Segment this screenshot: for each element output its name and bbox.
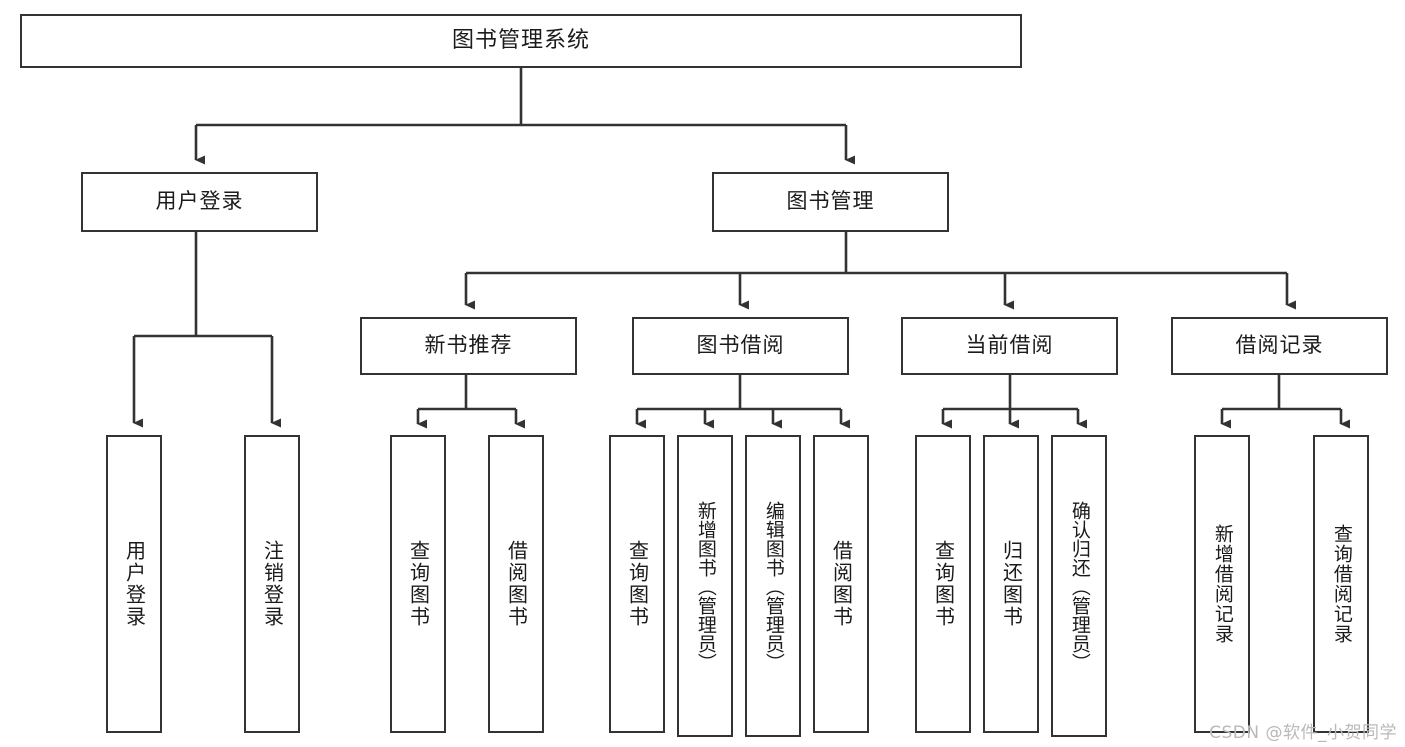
leaf-borrow-book-2[interactable]: 借阅图书 [813, 435, 869, 733]
leaf-return-book[interactable]: 归还图书 [983, 435, 1039, 733]
leaf-query-book-2[interactable]: 查询图书 [609, 435, 665, 733]
node-label: 用户登录 [122, 540, 147, 628]
leaf-query-book-3[interactable]: 查询图书 [915, 435, 971, 733]
node-label: 注销登录 [260, 540, 285, 628]
node-label: 查询图书 [406, 540, 431, 628]
node-label: 图书借阅 [696, 333, 785, 358]
node-label: 新增借阅记录 [1211, 524, 1234, 644]
leaf-add-book[interactable]: 新增图书（管理员） [677, 435, 733, 737]
leaf-logout-login[interactable]: 注销登录 [244, 435, 300, 733]
node-book-manage[interactable]: 图书管理 [712, 172, 949, 232]
node-borrow-record[interactable]: 借阅记录 [1171, 317, 1388, 375]
leaf-confirm-return[interactable]: 确认归还（管理员） [1051, 435, 1107, 737]
node-label: 查询图书 [931, 540, 956, 628]
node-label: 借阅图书 [829, 540, 854, 628]
node-label: 确认归还（管理员） [1068, 500, 1091, 672]
leaf-query-record[interactable]: 查询借阅记录 [1313, 435, 1369, 733]
node-label: 查询图书 [625, 540, 650, 628]
node-root-system[interactable]: 图书管理系统 [20, 14, 1022, 68]
node-label: 借阅记录 [1235, 333, 1324, 358]
node-label: 图书管理系统 [451, 27, 590, 53]
leaf-edit-book[interactable]: 编辑图书（管理员） [745, 435, 801, 737]
leaf-user-login[interactable]: 用户登录 [106, 435, 162, 733]
node-label: 图书管理 [786, 189, 875, 214]
csdn-watermark: CSDN @软件_小贺同学 [1209, 723, 1397, 743]
node-label: 新增图书（管理员） [694, 500, 717, 672]
node-label: 借阅图书 [504, 540, 529, 628]
node-new-book-recommend[interactable]: 新书推荐 [360, 317, 577, 375]
node-user-login[interactable]: 用户登录 [81, 172, 318, 232]
node-label: 归还图书 [999, 540, 1024, 628]
leaf-borrow-book-1[interactable]: 借阅图书 [488, 435, 544, 733]
node-label: 查询借阅记录 [1330, 524, 1353, 644]
node-label: 用户登录 [155, 189, 244, 214]
node-label: 新书推荐 [424, 333, 513, 358]
node-label: 编辑图书（管理员） [762, 500, 785, 672]
node-label: 当前借阅 [965, 333, 1054, 358]
node-current-borrow[interactable]: 当前借阅 [901, 317, 1118, 375]
node-book-borrow[interactable]: 图书借阅 [632, 317, 849, 375]
leaf-query-book-1[interactable]: 查询图书 [390, 435, 446, 733]
leaf-add-record[interactable]: 新增借阅记录 [1194, 435, 1250, 733]
